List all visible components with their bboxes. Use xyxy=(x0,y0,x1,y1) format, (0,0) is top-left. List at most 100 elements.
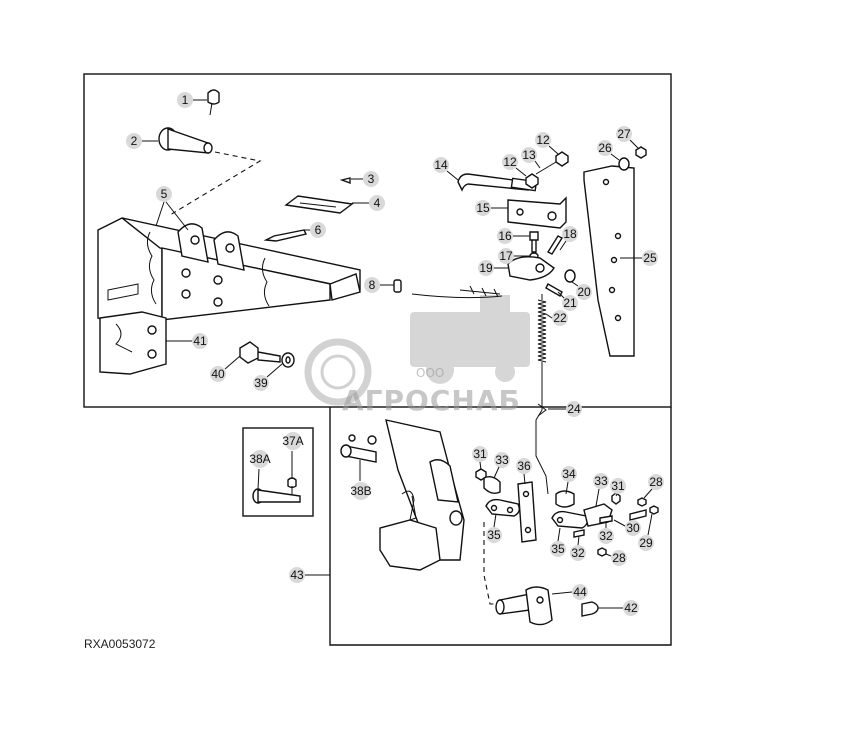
callout-41: 41 xyxy=(166,333,208,349)
part-34-bushing xyxy=(555,490,575,508)
svg-text:29: 29 xyxy=(639,536,653,550)
callout-44: 44 xyxy=(551,584,588,600)
part-31-nut-right xyxy=(611,492,621,505)
callout-6: 6 xyxy=(304,222,326,238)
callout-20: 20 xyxy=(571,281,592,300)
svg-text:42: 42 xyxy=(624,601,638,615)
svg-text:8: 8 xyxy=(369,278,376,292)
svg-text:16: 16 xyxy=(498,229,512,243)
part-43-arm xyxy=(379,419,465,571)
svg-text:32: 32 xyxy=(599,529,613,543)
svg-text:35: 35 xyxy=(487,528,501,542)
callout-30: 30 xyxy=(613,519,641,536)
svg-text:27: 27 xyxy=(617,127,631,141)
svg-text:36: 36 xyxy=(517,459,531,473)
callout-33-right: 33 xyxy=(593,473,609,507)
part-28-nut-lower xyxy=(597,547,607,557)
svg-text:33: 33 xyxy=(594,474,608,488)
svg-text:39: 39 xyxy=(254,376,268,390)
part-32-pin-left xyxy=(573,529,585,538)
callout-38a: 38A xyxy=(249,450,271,490)
callout-16: 16 xyxy=(497,228,530,244)
svg-text:21: 21 xyxy=(563,296,577,310)
svg-text:31: 31 xyxy=(611,479,625,493)
svg-text:43: 43 xyxy=(290,568,304,582)
part-36-plate xyxy=(517,481,537,543)
callout-37a: 37A xyxy=(282,432,304,478)
callout-43: 43 xyxy=(289,567,330,583)
callout-31-right: 31 xyxy=(610,478,626,497)
svg-text:22: 22 xyxy=(553,311,567,325)
part-3-clip xyxy=(207,89,220,105)
callout-39: 39 xyxy=(253,363,283,391)
svg-text:17: 17 xyxy=(499,249,513,263)
part-40-bolt xyxy=(239,341,281,364)
callout-35-left: 35 xyxy=(486,513,502,543)
callout-22: 22 xyxy=(545,310,568,326)
callout-28-upper: 28 xyxy=(643,474,664,499)
callout-40: 40 xyxy=(210,355,241,382)
svg-text:28: 28 xyxy=(649,475,663,489)
svg-text:26: 26 xyxy=(598,141,612,155)
svg-text:14: 14 xyxy=(434,158,448,172)
svg-text:20: 20 xyxy=(577,285,591,299)
inset-frame-37a-38a xyxy=(242,427,314,517)
part-18-stud xyxy=(546,235,564,255)
callout-27: 27 xyxy=(616,126,639,149)
svg-text:32: 32 xyxy=(571,546,585,560)
watermark-brand: АГРОСНАБ xyxy=(342,384,521,417)
svg-text:25: 25 xyxy=(643,251,657,265)
watermark-prefix: ООО xyxy=(416,366,444,380)
part-25-plate xyxy=(583,165,635,357)
lower-frame xyxy=(329,407,672,646)
part-2-screw xyxy=(339,177,351,185)
part-1-decal xyxy=(284,195,354,214)
svg-text:6: 6 xyxy=(315,223,322,237)
callout-19: 19 xyxy=(478,260,508,276)
callout-28-lower: 28 xyxy=(605,550,627,566)
part-33-bushing-right xyxy=(583,503,613,527)
svg-text:12: 12 xyxy=(536,133,550,147)
svg-text:1: 1 xyxy=(182,93,189,107)
callout-21: 21 xyxy=(557,291,578,311)
part-22-spring xyxy=(537,299,547,363)
svg-text:33: 33 xyxy=(495,453,509,467)
part-32-pin-right xyxy=(599,515,613,524)
callout-3: 1 xyxy=(177,92,207,108)
part-26-washer xyxy=(618,157,630,171)
svg-text:12: 12 xyxy=(503,155,517,169)
callout-33-left: 33 xyxy=(493,452,510,479)
callout-32-left: 32 xyxy=(570,535,586,561)
part-20-washer xyxy=(564,269,576,283)
part-6-bolt xyxy=(263,229,308,242)
callout-5: 5 xyxy=(155,186,189,231)
svg-text:31: 31 xyxy=(473,447,487,461)
part-41-hook xyxy=(99,311,167,375)
svg-text:41: 41 xyxy=(193,334,207,348)
part-27-nut xyxy=(635,146,647,159)
svg-text:15: 15 xyxy=(476,201,490,215)
callout-2: 3 xyxy=(351,171,379,187)
svg-text:38B: 38B xyxy=(350,484,371,498)
callout-8: 8 xyxy=(364,277,394,293)
part-37a-clip xyxy=(287,477,297,489)
callout-15: 15 xyxy=(475,200,508,216)
svg-text:4: 4 xyxy=(374,196,381,210)
callout-42: 42 xyxy=(598,600,639,616)
svg-text:19: 19 xyxy=(479,261,493,275)
callout-13: 13 xyxy=(521,147,541,169)
part-42-nut xyxy=(581,601,599,617)
callout-17: 17 xyxy=(498,248,530,264)
callout-31-left: 31 xyxy=(472,446,488,471)
part-8-pin xyxy=(393,279,402,293)
svg-text:5: 5 xyxy=(161,187,168,201)
svg-text:13: 13 xyxy=(522,148,536,162)
svg-text:30: 30 xyxy=(626,521,640,535)
part-12-nut-left xyxy=(525,173,539,189)
part-29-nut xyxy=(649,505,659,515)
svg-text:38A: 38A xyxy=(249,452,270,466)
part-16-bolt xyxy=(529,231,539,253)
svg-text:3: 3 xyxy=(368,172,375,186)
part-38b-clip xyxy=(348,434,356,442)
